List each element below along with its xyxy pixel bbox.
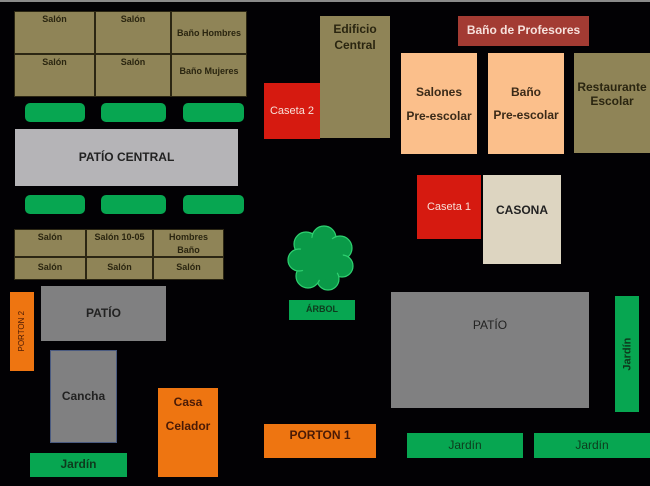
gate-2[interactable]: PORTON 2 [10, 292, 34, 371]
right-patio[interactable]: PATÍO [391, 292, 589, 408]
classroom[interactable]: Salón [95, 11, 171, 54]
school-restaurant[interactable]: Restaurante Escolar [574, 53, 650, 153]
central-building[interactable]: Edificio Central [320, 16, 390, 138]
mens-restroom[interactable]: Baño Hombres [171, 11, 247, 54]
mens-restroom[interactable]: Hombres Baño [153, 229, 224, 257]
sports-court[interactable]: Cancha [50, 350, 117, 443]
classroom[interactable]: Salón [153, 257, 224, 280]
garden-pad [101, 195, 166, 214]
gate-1[interactable]: PORTON 1 [264, 424, 376, 458]
casona[interactable]: CASONA [483, 175, 561, 264]
classroom[interactable]: Salón [14, 229, 86, 257]
central-patio[interactable]: PATÍO CENTRAL [15, 129, 238, 186]
garden-pad [183, 103, 244, 122]
preschool-restroom[interactable]: Baño Pre-escolar [488, 53, 564, 154]
classroom[interactable]: Salón [95, 54, 171, 97]
left-patio[interactable]: PATÍO [41, 286, 166, 341]
garden-bottom-left: Jardín [30, 453, 127, 477]
classroom-10-05[interactable]: Salón 10-05 [86, 229, 153, 257]
booth-2[interactable]: Caseta 2 [264, 83, 320, 139]
classroom[interactable]: Salón [86, 257, 153, 280]
tree-icon [287, 225, 354, 291]
teachers-restroom[interactable]: Baño de Profesores [458, 16, 589, 46]
garden-right-vertical: Jardín [615, 296, 639, 412]
preschool-classrooms[interactable]: Salones Pre-escolar [401, 53, 477, 154]
booth-1[interactable]: Caseta 1 [417, 175, 481, 239]
garden-right-vertical-label: Jardín [620, 337, 633, 371]
top-border [0, 0, 650, 2]
classroom[interactable]: Salón [14, 11, 95, 54]
womens-restroom[interactable]: Baño Mujeres [171, 54, 247, 97]
classroom[interactable]: Salón [14, 257, 86, 280]
mid-left-classroom-block: Salón Salón 10-05 Hombres Baño Salón Sal… [14, 229, 224, 280]
caretaker-house[interactable]: Casa Celador [158, 388, 218, 477]
garden-bottom-right: Jardín [534, 433, 650, 458]
garden-pad [25, 103, 85, 122]
tree-label: ÁRBOL [289, 300, 355, 320]
gate-2-label: PORTON 2 [16, 311, 26, 352]
garden-bottom-mid: Jardín [407, 433, 523, 458]
classroom[interactable]: Salón [14, 54, 95, 97]
garden-pad [183, 195, 244, 214]
top-left-classroom-block: Salón Salón Baño Hombres Salón Salón Bañ… [14, 11, 247, 97]
garden-pad [25, 195, 85, 214]
garden-pad [101, 103, 166, 122]
